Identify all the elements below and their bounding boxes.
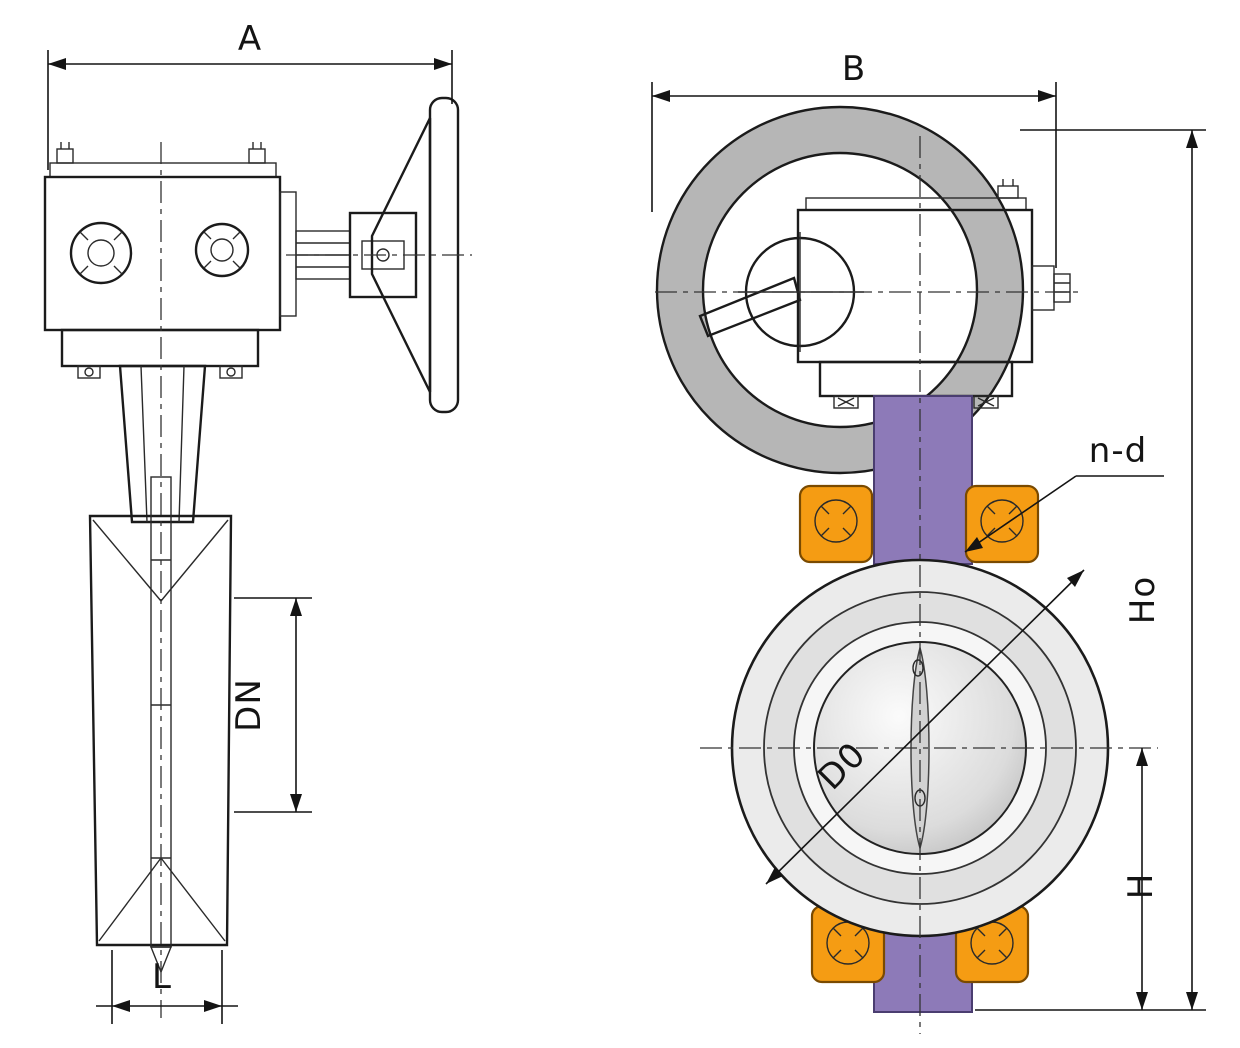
dim-label-nd: n-d (1089, 431, 1147, 471)
dim-label-dn: DN (229, 678, 269, 732)
dimension-ho: Ho (975, 129, 1206, 1011)
bolt-icon (997, 179, 1019, 199)
side-view: A DN L (43, 19, 472, 1024)
handwheel-spoke (698, 276, 802, 338)
stem-pin-top (912, 659, 924, 677)
lug-top-right (964, 484, 1040, 564)
dim-label-l: L (152, 957, 172, 997)
valve-body-side (88, 476, 233, 974)
mounting-bracket (60, 328, 260, 379)
valve-neck-front (873, 395, 973, 565)
dimension-dn: DN (229, 597, 312, 813)
valve-body-front (730, 558, 1110, 938)
dim-label-a: A (238, 19, 262, 59)
dim-label-h: H (1121, 873, 1161, 900)
gearbox-side-plate (279, 191, 297, 317)
gearbox-lid (49, 142, 277, 178)
bolt-icon (56, 142, 74, 164)
lug-top-left (798, 484, 874, 564)
front-view: D0 n-d B Ho H (651, 49, 1206, 1034)
dim-label-b: B (842, 49, 866, 89)
gearbox-port (194, 222, 250, 278)
dim-label-ho: Ho (1123, 576, 1163, 624)
handwheel-front (655, 105, 1025, 475)
valve-neck-side (118, 364, 207, 524)
dimension-b: B (651, 49, 1057, 268)
bolt-icon (248, 142, 266, 164)
gearbox-port (69, 221, 133, 285)
dimension-a: A (47, 19, 453, 170)
gearbox-housing (43, 175, 282, 332)
dimension-nd: n-d (964, 431, 1164, 553)
dimension-h: H (1121, 748, 1161, 1010)
input-shaft-front (1031, 265, 1071, 311)
dimension-l: L (96, 950, 238, 1024)
